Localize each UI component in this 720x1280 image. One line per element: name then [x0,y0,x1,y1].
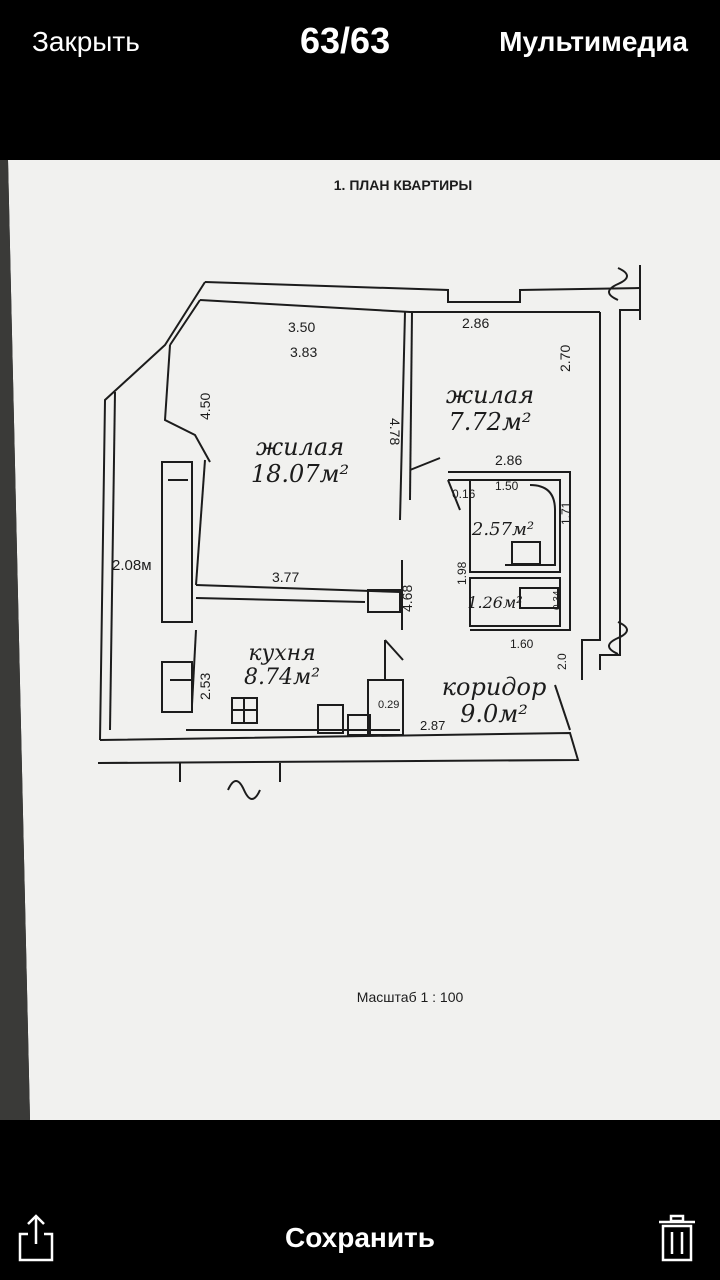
dimension-label: 4.68 [399,585,415,612]
dimension-label: 0.34 [552,590,563,610]
photo-viewer[interactable]: 1. ПЛАН КВАРТИРЫ [0,160,720,1120]
share-icon [18,1214,54,1262]
dimension-label: 2.86 [462,315,489,331]
floor-plan-photo: 1. ПЛАН КВАРТИРЫ [0,160,720,1120]
dimension-label: 3.50 [288,319,315,335]
trash-icon [659,1214,695,1262]
room-area: 7.72м² [449,408,532,436]
dimension-label: 2.86 [495,452,522,468]
dimension-label: 1.71 [559,501,573,525]
dimension-label: 2.87 [420,718,445,733]
room-area: 1.26м² [467,593,522,612]
dimension-label: 2.70 [557,345,573,372]
dimension-labels: 3.50 3.83 2.86 2.70 4.50 4.78 2.86 0.16 … [112,315,573,733]
dimension-label: 1.60 [510,637,534,651]
document-title: 1. ПЛАН КВАРТИРЫ [334,177,472,193]
scale-label: Масштаб 1 : 100 [357,989,464,1005]
room-name: кухня [248,641,315,666]
dimension-label: 4.50 [197,393,213,420]
paper-sheet [8,160,720,1120]
room-labels: жилая 18.07м² жилая 7.72м² кухня 8.74м² … [244,381,546,728]
dimension-label: 2.08м [112,557,152,574]
dimension-label: 1.98 [455,561,469,585]
dimension-label: 0.29 [378,699,399,711]
room-name: жилая [256,433,344,461]
floor-plan-walls [97,265,641,800]
room-area: 8.74м² [244,665,320,690]
dimension-label: 2.0 [555,653,569,670]
media-button[interactable]: Мультимедиа [499,26,688,57]
dimension-label: 3.83 [290,344,317,360]
dimension-label: 2.53 [197,673,213,700]
room-name: жилая [446,381,534,409]
room-area: 9.0м² [460,700,528,728]
bottom-bar: Сохранить [0,1120,720,1280]
dimension-label: 4.78 [387,418,403,445]
share-button[interactable] [16,1212,56,1264]
photo-counter: 63/63 [300,20,391,61]
room-name: коридор [442,673,547,701]
dimension-label: 0.16 [452,487,476,501]
room-area: 2.57м² [471,519,534,540]
dimension-label: 3.77 [272,569,299,585]
close-button[interactable]: Закрыть [32,26,140,57]
save-button[interactable]: Сохранить [285,1222,435,1253]
delete-button[interactable] [656,1212,698,1264]
dimension-label: 1.50 [495,479,519,493]
room-area: 18.07м² [251,460,349,488]
top-bar: Закрыть 63/63 Мультимедиа [0,0,720,160]
